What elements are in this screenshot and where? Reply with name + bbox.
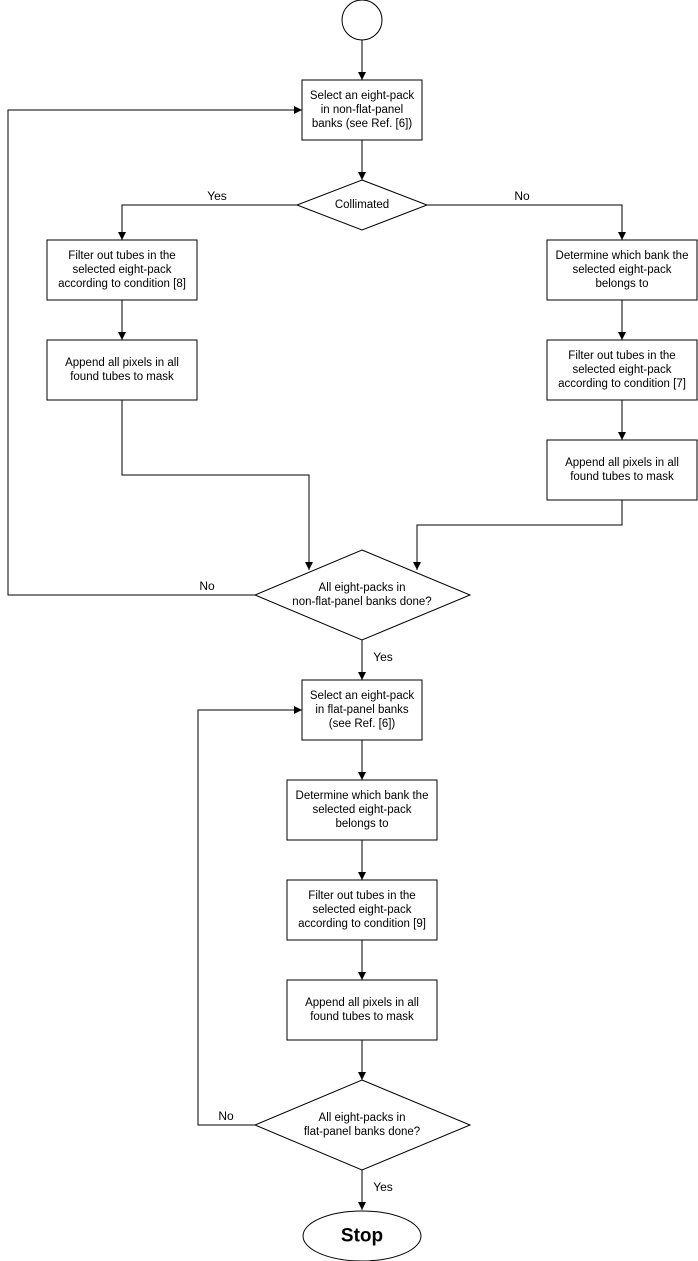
edge-collimated-no	[427, 204, 626, 240]
filter-9-box	[286, 879, 438, 941]
node-label-line: selected eight-pack	[312, 904, 411, 916]
edge-labels: Yes No No Yes No Yes	[199, 189, 530, 1194]
node-label-line: found tubes to mask	[70, 371, 174, 383]
stop-label: Stop	[341, 1226, 383, 1247]
edge-label-flat-no: No	[218, 1109, 234, 1123]
stop-terminal	[302, 1210, 422, 1261]
all-nonflat-label: All eight-packs in non-flat-panel banks d…	[292, 582, 431, 608]
filter-8-box	[46, 239, 198, 301]
node-label-line: found tubes to mask	[310, 1011, 414, 1023]
node-label-line: Determine which bank the	[556, 250, 689, 262]
filter-7-box	[546, 339, 698, 401]
append-left-box	[46, 339, 198, 401]
filter-8-label: Filter out tubes in the selected eight-pa…	[58, 250, 186, 290]
node-label-line: Append all pixels in all	[565, 457, 679, 469]
edges	[7, 40, 626, 1210]
determine-right-box	[546, 239, 698, 301]
node-label-line: All eight-packs in	[319, 582, 406, 594]
edge-label-flat-yes: Yes	[373, 1180, 393, 1194]
node-label-line: non-flat-panel banks done?	[292, 596, 431, 608]
node-label-line: in non-flat-panel	[321, 104, 403, 116]
node-label-line: All eight-packs in	[319, 1112, 406, 1124]
node-label-line: Collimated	[335, 199, 389, 211]
append-left-label: Append all pixels in all found tubes to m…	[65, 357, 179, 383]
determine-flat-box	[286, 779, 438, 841]
node-label-line: Select an eight-pack	[310, 690, 414, 702]
node-label-line: selected eight-pack	[572, 264, 671, 276]
all-flat-label: All eight-packs in flat-panel banks done?	[304, 1112, 420, 1138]
node-label-line: Stop	[341, 1226, 383, 1247]
all-nonflat-decision	[253, 549, 472, 641]
node-label-line: in flat-panel banks	[315, 704, 409, 716]
edge-collimated-yes	[118, 204, 297, 240]
select-flat-label: Select an eight-pack in flat-panel banks (…	[310, 690, 414, 730]
start-node	[341, 0, 383, 41]
node-label-line: Filter out tubes in the	[68, 250, 175, 262]
append-right-box	[546, 439, 698, 501]
append-flat-box	[286, 979, 438, 1041]
node-label-line: Filter out tubes in the	[308, 890, 415, 902]
node-label-line: selected eight-pack	[572, 364, 671, 376]
node-label-line: (see Ref. [6])	[329, 718, 396, 730]
edge-all-flat-no-loop	[197, 706, 302, 1126]
collimated-label: Collimated	[335, 199, 389, 211]
edge-all-nonflat-no-loop	[7, 106, 302, 596]
append-right-label: Append all pixels in all found tubes to m…	[565, 457, 679, 483]
select-nonflat-box	[301, 79, 423, 141]
collimated-decision	[295, 179, 429, 231]
node-label-line: according to condition [8]	[58, 278, 186, 290]
node-label-line: selected eight-pack	[72, 264, 171, 276]
node-label-line: banks (see Ref. [6])	[312, 118, 413, 130]
edge-label-collimated-yes: Yes	[207, 189, 227, 203]
edge-label-collimated-no: No	[514, 189, 530, 203]
determine-flat-label: Determine which bank the selected eight-p…	[296, 790, 429, 830]
edge-append-left-to-all-nonflat	[121, 400, 313, 570]
select-nonflat-label: Select an eight-pack in non-flat-panel ban…	[310, 90, 414, 130]
node-label-line: according to condition [9]	[298, 918, 426, 930]
node-label-line: found tubes to mask	[570, 471, 674, 483]
node-label-line: according to condition [7]	[558, 378, 686, 390]
filter-7-label: Filter out tubes in the selected eight-pa…	[558, 350, 686, 390]
node-label-line: Filter out tubes in the	[568, 350, 675, 362]
append-flat-label: Append all pixels in all found tubes to m…	[305, 997, 419, 1023]
all-flat-decision	[253, 1079, 472, 1171]
node-label-line: Select an eight-pack	[310, 90, 414, 102]
node-label-line: belongs to	[335, 818, 388, 830]
determine-right-label: Determine which bank the selected eight-p…	[556, 250, 689, 290]
edge-label-nonflat-yes: Yes	[373, 650, 393, 664]
filter-9-label: Filter out tubes in the selected eight-pa…	[298, 890, 426, 930]
node-label-line: flat-panel banks done?	[304, 1126, 420, 1138]
node-label-line: Append all pixels in all	[305, 997, 419, 1009]
select-flat-box	[301, 679, 423, 741]
edge-append-right-to-all-nonflat	[413, 500, 623, 570]
node-label-line: Append all pixels in all	[65, 357, 179, 369]
node-label-line: belongs to	[595, 278, 648, 290]
node-label-line: Determine which bank the	[296, 790, 429, 802]
node-labels: Select an eight-pack in non-flat-panel ban…	[58, 90, 688, 1247]
edge-label-nonflat-no: No	[199, 579, 215, 593]
node-label-line: selected eight-pack	[312, 804, 411, 816]
